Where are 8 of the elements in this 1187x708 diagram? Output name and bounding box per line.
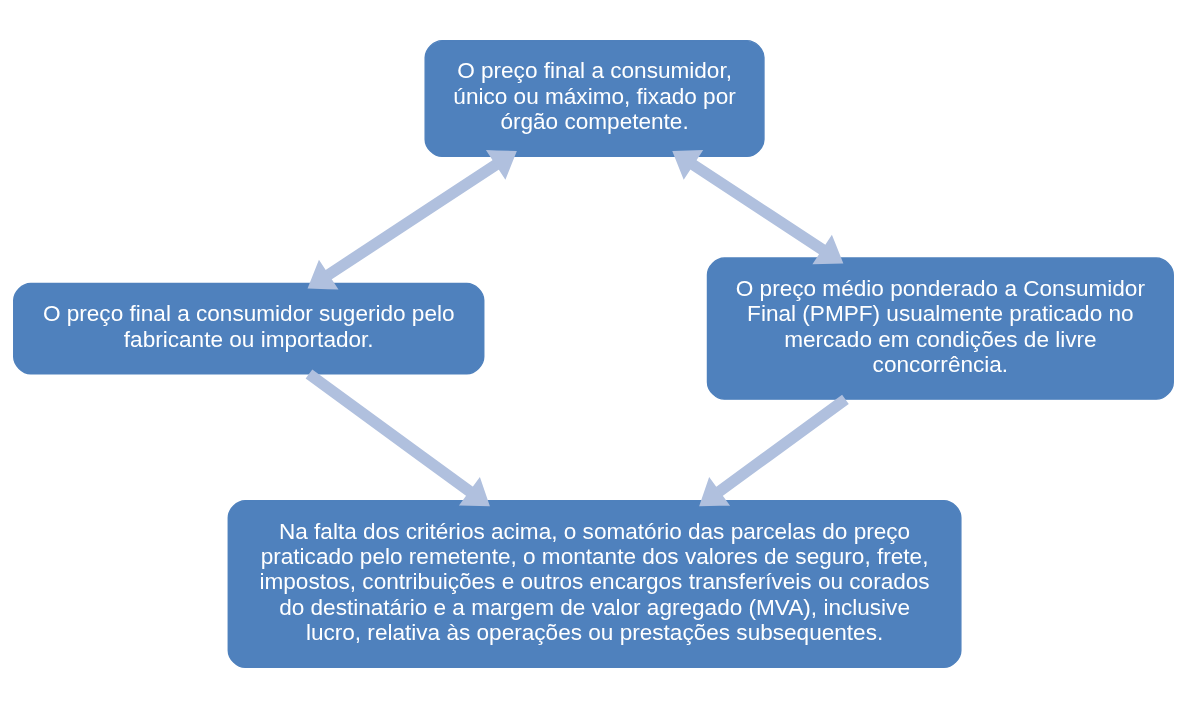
arrow: [699, 394, 849, 507]
node-box: O preço médio ponderado a Consumidor Final (PMPF) usualmente praticado no mercado em condições de livre concorrência.: [706, 257, 1174, 400]
node-box: O preço final a consumidor, único ou máximo, fixado por órgão competente.: [424, 39, 765, 158]
arrow: [307, 150, 517, 290]
arrow: [305, 369, 490, 507]
arrow: [672, 150, 844, 265]
node-box: Na falta dos critérios acima, o somatório das parcelas do preço praticado pelo remetente, o montante dos valores de seguro, frete, impostos, contribuições e outros encargos transferíveis ou corados do destinatário e a margem de valor agregado (MVA), inclusive lucro, relativa às operações ou prestações subsequentes.: [227, 500, 962, 669]
node-box: O preço final a consumidor sugerido pelo fabricante ou importador.: [13, 282, 485, 375]
